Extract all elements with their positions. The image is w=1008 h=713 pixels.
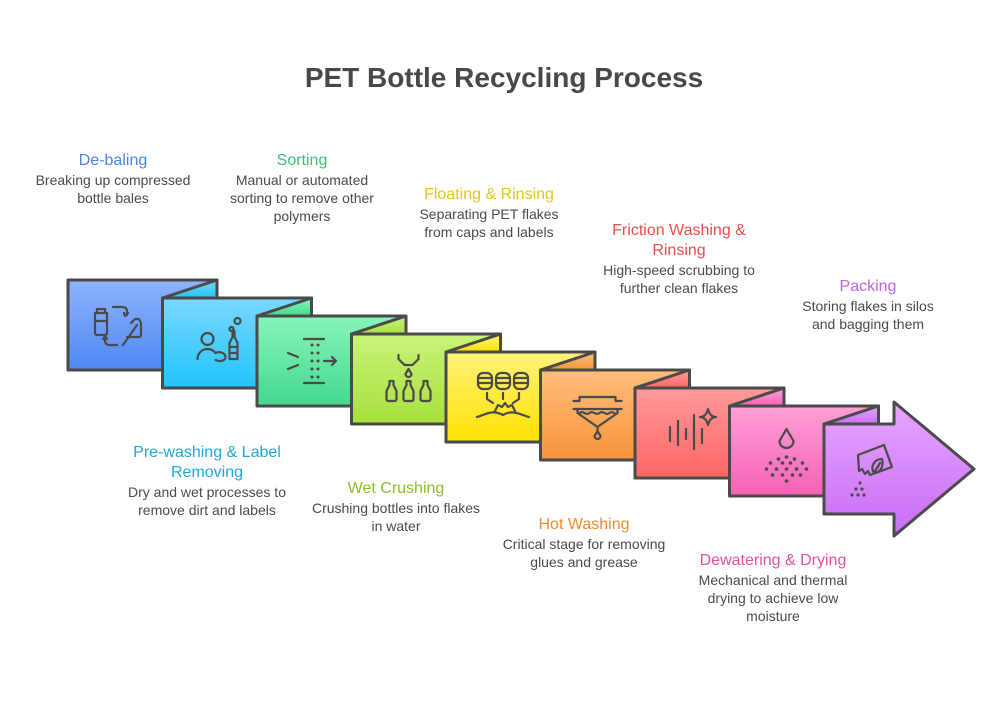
step-description: Mechanical and thermal drying to achieve… [698, 572, 848, 624]
panel-fold [539, 350, 597, 372]
water-drop-dry-icon [764, 427, 809, 483]
recycle-bottle-icon [93, 305, 143, 347]
step-description: Dry and wet processes to remove dirt and… [128, 484, 286, 518]
panel-fold [444, 332, 502, 354]
step-title: Hot Washing [538, 516, 630, 533]
step-title: Sorting [276, 152, 328, 169]
step-description: High-speed scrubbing to further clean fl… [603, 262, 755, 296]
panel-fold [161, 278, 219, 300]
step-title: De-baling [78, 152, 148, 169]
step-description: Storing flakes in silos and bagging them [802, 298, 934, 332]
panel-fold [728, 386, 786, 408]
step-title: Floating & Rinsing [424, 186, 554, 203]
step-description: Breaking up compressed bottle bales [35, 172, 191, 206]
bag-packing-icon [850, 443, 894, 497]
step-description: Separating PET flakes from caps and labe… [419, 206, 559, 240]
floating-separation-icon [475, 371, 531, 419]
step-description: Crushing bottles into flakes in water [311, 500, 481, 534]
diagram-title: PET Bottle Recycling Process [304, 62, 704, 93]
step-title: Packing [839, 278, 897, 295]
sorting-filter-icon [286, 337, 338, 385]
step-title: Pre-washing & Label Removing [133, 444, 281, 481]
panel-fold [350, 314, 408, 336]
arrow-panel [822, 400, 976, 538]
step-description: Critical stage for removing glues and gr… [502, 536, 666, 570]
friction-sparkle-icon [668, 407, 718, 451]
panel-fold [822, 404, 880, 426]
step-title: Dewatering & Drying [699, 552, 847, 569]
person-washing-bottle-icon [196, 316, 242, 363]
crusher-bottles-icon [385, 353, 432, 403]
step-title: Friction Washing & Rinsing [612, 222, 746, 259]
step-description: Manual or automated sorting to remove ot… [230, 172, 374, 224]
panel-fold [255, 296, 313, 318]
step-panel [822, 400, 976, 538]
panel-fold [633, 368, 691, 390]
hot-wash-tank-icon [572, 395, 623, 441]
step-title: Wet Crushing [347, 480, 445, 497]
